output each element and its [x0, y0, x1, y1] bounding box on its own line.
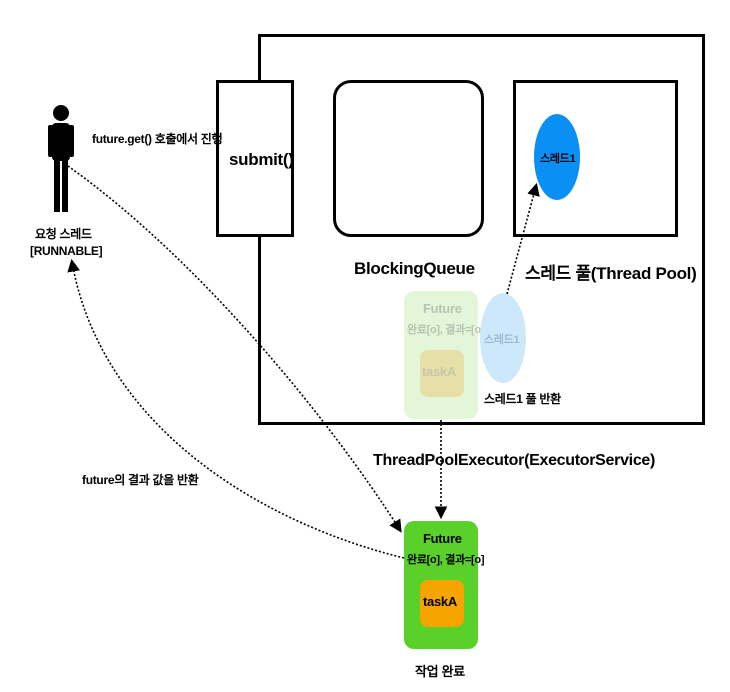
future-status: 완료[o], 결과=[o] [407, 554, 485, 566]
request-thread-line2: [RUNNABLE] [30, 244, 103, 258]
faded-future-status: 완료[o], 결과=[o] [407, 324, 485, 336]
blocking-queue-label: BlockingQueue [354, 259, 475, 278]
arrow-thread-return [506, 182, 540, 295]
faded-task-label: taskA [422, 364, 456, 379]
executor-label: ThreadPoolExecutor(ExecutorService) [373, 452, 656, 469]
faded-thread1-circle: 스레드1 [480, 293, 526, 383]
arrow-future-to-person [67, 258, 405, 559]
submit-label: submit() [229, 150, 294, 169]
faded-thread1-label: 스레드1 [484, 334, 520, 346]
arrow-get-to-future [67, 165, 402, 533]
future-box: Future 완료[o], 결과=[o] taskA [404, 521, 485, 649]
thread1-label: 스레드1 [540, 153, 576, 165]
faded-task-box: taskA [420, 350, 464, 397]
thread-return-label: 스레드1 풀 반환 [484, 392, 561, 406]
future-result-return-label: future의 결과 값을 반환 [82, 473, 199, 487]
thread1-circle: 스레드1 [534, 114, 580, 200]
thread-pool-box [513, 80, 678, 237]
task-label: taskA [423, 594, 457, 609]
future-title: Future [423, 531, 462, 546]
task-box: taskA [420, 580, 464, 627]
blocking-queue-box [333, 80, 484, 237]
thread-pool-label: 스레드 풀(Thread Pool) [525, 264, 697, 283]
work-done-label: 작업 완료 [415, 664, 465, 679]
request-thread-line1: 요청 스레드 [35, 227, 92, 241]
future-get-label: future.get() 호출에서 진행 [92, 132, 223, 146]
person-icon [47, 104, 75, 214]
faded-future-title: Future [423, 301, 462, 316]
submit-box: submit() [216, 80, 294, 237]
faded-future-box: Future 완료[o], 결과=[o] taskA [404, 291, 485, 419]
